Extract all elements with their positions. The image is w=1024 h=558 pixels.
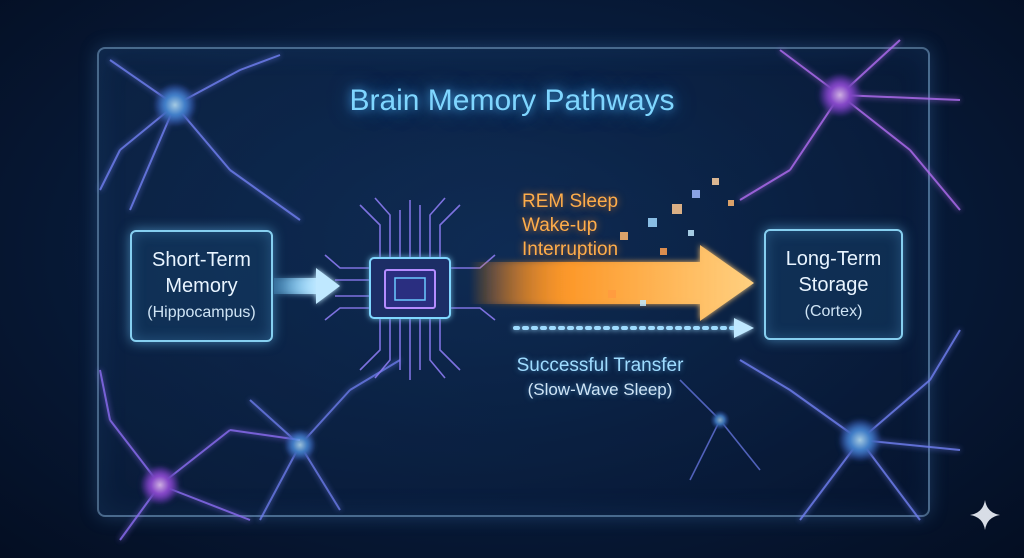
rem-line3: Interruption [522,239,619,260]
long-term-line2: Storage [798,273,869,296]
neuron-icon [99,54,301,221]
particles [608,178,734,306]
neuron-icon [679,379,761,481]
chip-icon [369,257,451,319]
short-term-sub: (Hippocampus) [147,304,256,321]
short-term-line1: Short-Term [152,249,251,271]
arrow-icon [470,245,754,321]
neuron-icon [249,359,401,521]
rem-line2: Wake-up [522,215,598,236]
transfer-line2: (Slow-Wave Sleep) [527,380,673,399]
long-term-line1: Long-Term [785,247,882,270]
rem-line1: REM Sleep [522,191,619,212]
long-term-sub: (Cortex) [804,302,863,320]
arrow-icon [274,268,340,304]
short-term-line2: Memory [165,275,238,297]
neuron-icon [739,39,961,211]
short-term-memory-box: Short-Term Memory (Hippocampus) [130,230,273,342]
sparkle-icon [970,500,1000,530]
neuron-icon [739,329,961,521]
long-term-storage-box: Long-Term Storage (Cortex) [764,229,903,340]
arrow-icon [513,318,754,338]
page-title: Brain Memory Pathways [349,84,675,117]
transfer-line1: Successful Transfer [516,355,684,376]
rem-sleep-label: REM Sleep Wake-up Interruption [522,190,618,262]
circuit-traces [324,197,496,380]
successful-transfer-label: Successful Transfer (Slow-Wave Sleep) [505,354,695,402]
neuron-icon [99,369,301,541]
